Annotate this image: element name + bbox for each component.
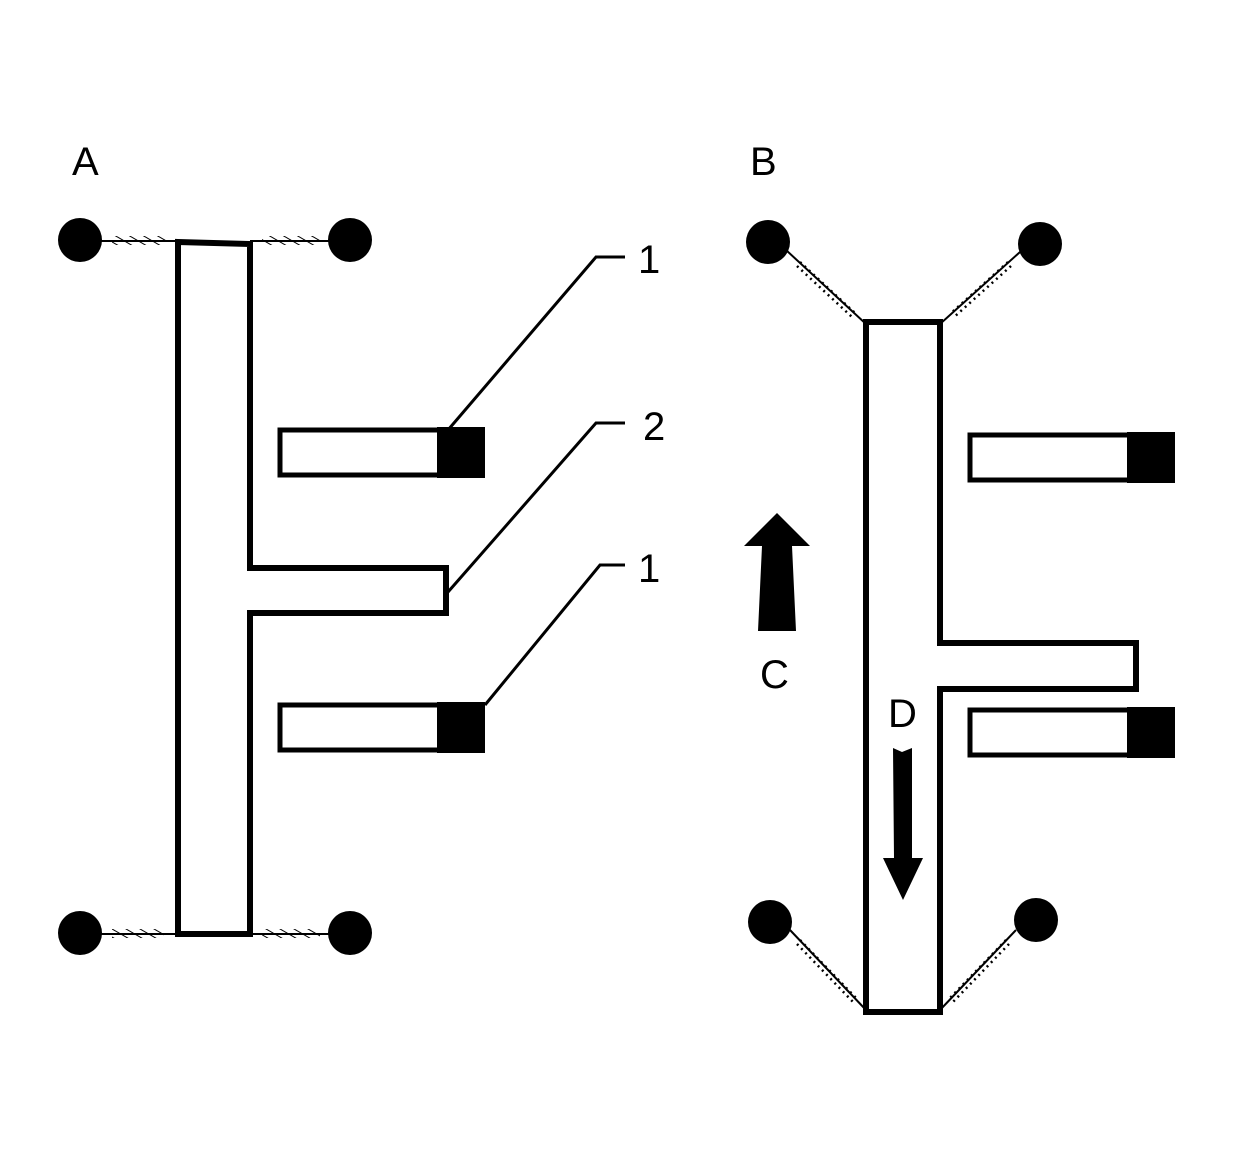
leader-line-lower-block (483, 563, 625, 706)
anchor-pin-bottom-right (328, 911, 372, 955)
leader-line-upper-block (446, 255, 625, 431)
spring-bottom-left (100, 929, 178, 938)
anchor-pin-top-left (746, 220, 790, 264)
fixed-block-lower (277, 702, 485, 753)
spring-top-right (939, 251, 1021, 325)
leader-line-arm (446, 421, 625, 593)
spring-top-left (100, 236, 178, 245)
callout-upper-block: 1 (638, 238, 660, 282)
callout-lower-block: 1 (638, 547, 660, 591)
anchor-pin-top-left (58, 218, 102, 262)
fixed-block-upper (967, 432, 1175, 483)
anchor-pin-bottom-right (1014, 898, 1058, 942)
anchor-pin-bottom-left (58, 911, 102, 955)
panel-a-label: A (72, 140, 99, 184)
up-arrow-label: C (760, 653, 789, 697)
spring-top-right (250, 236, 330, 245)
anchor-pin-top-right (328, 218, 372, 262)
fixed-block-upper (277, 427, 485, 478)
anchor-pin-bottom-left (748, 900, 792, 944)
t-shaped-body (863, 319, 1139, 1015)
spring-top-left (785, 249, 867, 325)
down-arrow (883, 748, 923, 900)
panel-b: B (744, 140, 1175, 1015)
t-shaped-body (175, 238, 449, 937)
spring-bottom-right (939, 929, 1017, 1011)
panel-b-label: B (750, 140, 777, 184)
down-arrow-label: D (888, 692, 917, 736)
spring-bottom-right (250, 929, 330, 938)
fixed-block-lower (967, 707, 1175, 758)
up-arrow (744, 513, 810, 631)
anchor-pin-top-right (1018, 222, 1062, 266)
panel-a: A (58, 140, 665, 955)
spring-bottom-left (789, 929, 867, 1011)
callout-arm: 2 (643, 405, 665, 449)
